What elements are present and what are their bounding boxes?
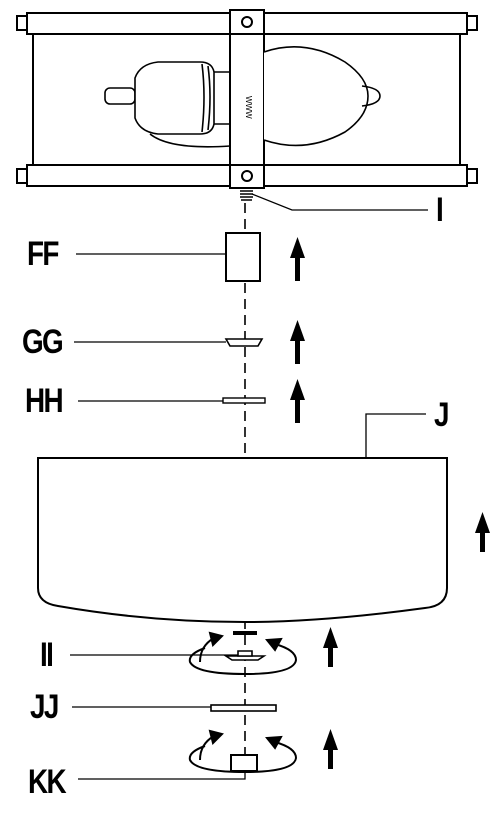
callout-i: I <box>436 191 444 229</box>
up-arrow-icon-j <box>475 512 490 552</box>
up-arrow-icon-gg <box>290 320 305 364</box>
part-gg-shape <box>224 338 264 347</box>
callout-j: J <box>434 396 450 434</box>
rotate-clockwise-icon-kk <box>188 729 298 774</box>
leader-lines <box>70 193 428 780</box>
rotate-clockwise-icon-ii <box>188 631 298 676</box>
part-ff-shape <box>225 232 261 282</box>
light-fixture-cage <box>16 9 478 189</box>
shade-bottom-hole <box>233 631 257 635</box>
threaded-rod <box>240 187 253 201</box>
part-jj-shape <box>210 704 277 712</box>
callout-hh: HH <box>25 382 64 420</box>
up-arrow-icon-kk <box>323 729 338 769</box>
callout-kk: KK <box>28 763 67 801</box>
callout-jj: JJ <box>30 688 59 726</box>
svg-text:WWW: WWW <box>244 96 253 119</box>
callout-ii: II <box>40 636 54 674</box>
part-ii-shape <box>223 650 267 661</box>
up-arrow-icon-hh <box>290 379 305 423</box>
glass-shade <box>37 457 448 624</box>
up-arrow-icon-ff <box>290 237 305 281</box>
up-arrow-icon-ii <box>323 627 338 667</box>
part-hh-shape <box>222 397 266 404</box>
callout-gg: GG <box>22 323 64 361</box>
light-bulb: WWW <box>104 46 381 148</box>
callout-ff: FF <box>27 235 59 273</box>
part-kk-shape <box>230 754 258 772</box>
